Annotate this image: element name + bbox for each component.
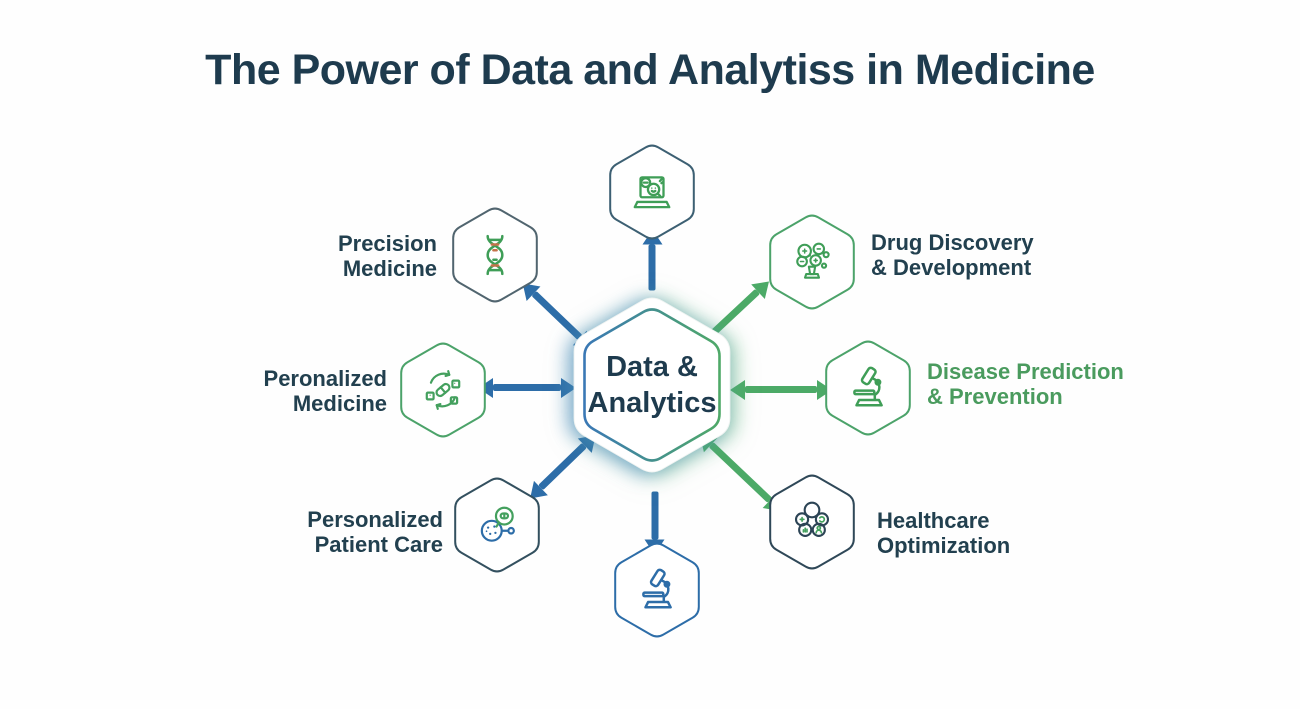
label-line: Optimization bbox=[877, 533, 1011, 558]
arrow-center-to-peronalized-medicine bbox=[478, 377, 576, 398]
label-healthcare-optimization: Healthcare Optimization bbox=[877, 508, 1137, 558]
label-personalized-patient-care: Personalized Patient Care bbox=[216, 507, 443, 557]
label-line: Drug Discovery bbox=[871, 230, 1034, 255]
label-line: & Development bbox=[871, 255, 1032, 280]
node-personalized-patient-care bbox=[451, 474, 543, 576]
dna-icon bbox=[486, 234, 504, 276]
arrow-center-to-bottom bbox=[651, 491, 659, 540]
node-precision-medicine bbox=[449, 204, 541, 306]
center-node-data-analytics bbox=[567, 290, 737, 480]
node-disease-prediction bbox=[822, 337, 914, 439]
molecule-cluster-icon bbox=[796, 242, 830, 279]
label-line: & Prevention bbox=[927, 384, 1063, 409]
label-precision-medicine: Precision Medicine bbox=[240, 231, 437, 281]
node-healthcare-optimization bbox=[766, 471, 858, 573]
label-line: Medicine bbox=[342, 256, 437, 281]
hexagon-gradient-shape bbox=[573, 297, 731, 473]
microscope-icon bbox=[853, 365, 883, 407]
page-title: The Power of Data and Analytiss in Medic… bbox=[205, 46, 1095, 94]
node-peronalized-medicine bbox=[397, 339, 489, 441]
label-line: Healthcare bbox=[877, 508, 990, 533]
node-drug-discovery bbox=[766, 211, 858, 313]
node-research-microscope bbox=[611, 539, 703, 641]
center-label: Data & Analytics bbox=[567, 349, 737, 421]
label-line: Precision bbox=[337, 231, 437, 256]
label-line: Personalized bbox=[307, 507, 443, 532]
label-line: Peronalized bbox=[263, 366, 387, 391]
pill-network-icon bbox=[425, 370, 461, 410]
center-label-line1: Data & bbox=[606, 351, 698, 383]
node-analytics-monitor bbox=[606, 141, 698, 243]
center-label-line2: Analytics bbox=[587, 387, 717, 419]
cell-communication-icon bbox=[480, 506, 515, 542]
cell-group-icon bbox=[794, 501, 830, 537]
label-line: Patient Care bbox=[314, 532, 443, 557]
arrow-center-to-disease-prediction bbox=[730, 379, 832, 400]
label-disease-prediction: Disease Prediction & Prevention bbox=[927, 359, 1207, 409]
microscope-icon bbox=[642, 567, 672, 609]
label-drug-discovery: Drug Discovery & Development bbox=[871, 230, 1131, 280]
label-line: Disease Prediction bbox=[927, 359, 1124, 384]
arrow-center-to-top bbox=[648, 244, 656, 291]
laptop-analytics-icon bbox=[633, 176, 671, 209]
label-peronalized-medicine: Peronalized Medicine bbox=[190, 366, 387, 416]
label-line: Medicine bbox=[292, 391, 387, 416]
